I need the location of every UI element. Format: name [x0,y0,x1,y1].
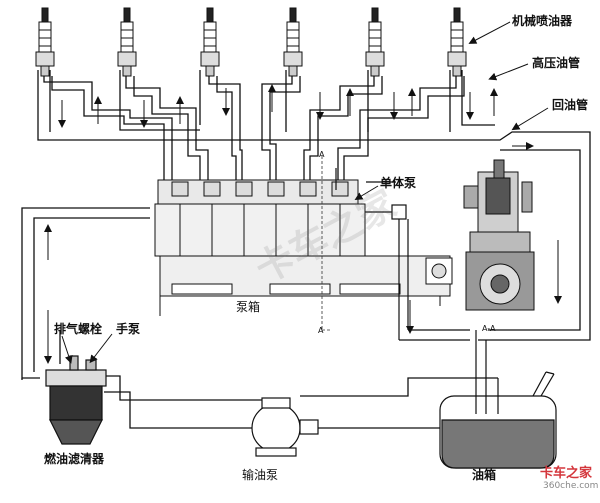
injector-1 [35,7,55,77]
injector-3 [200,7,220,77]
label-hand-pump: 手泵 [116,322,141,336]
flow-arrows-top [44,84,562,364]
supply-lines [21,330,498,429]
label-feed-pump: 输油泵 [242,468,279,482]
label-section-a-top: A [319,150,325,159]
label-return-pipe: 回油管 [552,98,589,112]
injector-5 [365,7,385,77]
label-injector: 机械喷油器 [512,14,573,28]
label-section-a-bottom: A [318,326,324,335]
label-pump-box: 泵箱 [236,300,261,314]
return-oil-pipes [21,70,591,379]
fuel-tank-shape [439,330,557,469]
pump-box [154,179,453,316]
watermark-brand: 卡车之家 [540,466,593,481]
label-fuel-tank: 油箱 [472,468,497,482]
watermark-site: 360che.com [543,481,599,491]
fuel-filter-shape [45,355,107,445]
pump-cross-section [463,159,535,311]
label-unit-pump: 单体泵 [380,176,417,190]
injector-2 [117,7,137,77]
feed-pump-shape [251,397,319,457]
high-pressure-pipes [43,76,465,182]
unit-pump-connector [335,168,470,341]
injector-6 [447,7,467,77]
label-pointers [61,21,549,364]
injector-4 [283,7,303,77]
label-section-aa: A-A [482,324,496,333]
injectors [35,7,467,77]
section-line-a [321,156,332,331]
label-fuel-filter: 燃油滤清器 [44,452,105,466]
label-high-pressure-pipe: 高压油管 [532,56,581,70]
label-bleed-screw: 排气螺栓 [54,322,103,336]
